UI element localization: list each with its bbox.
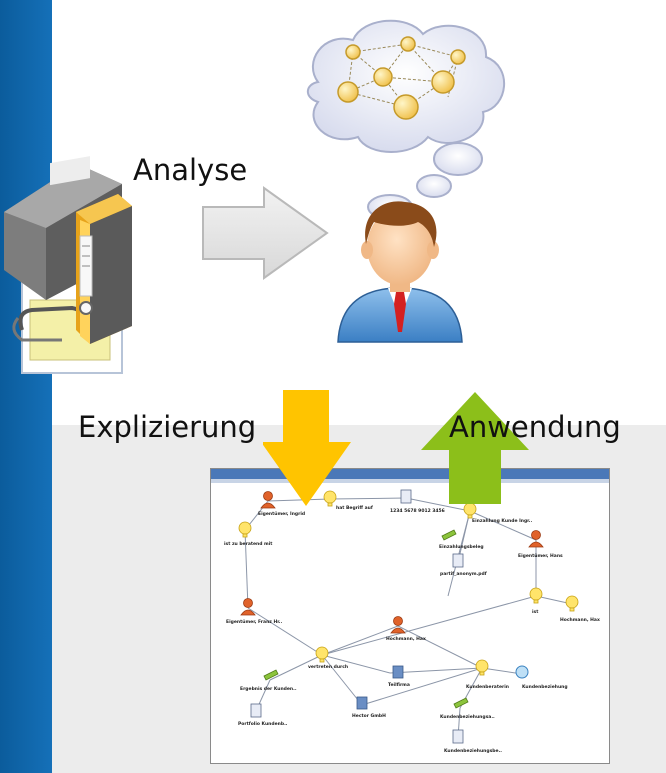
graph-node-label: ist [532,609,539,615]
graph-node-label: vertreten durch [308,664,348,670]
graph-node-label: Kundenbeziehungsbe.. [444,748,502,754]
graph-node-label: Einzahlungsbeleg [439,544,484,550]
graph-node-label: Einzahlung Kunde Ingr.. [472,518,532,524]
graph-node-label: Eigentümer, Ingrid [258,511,305,517]
graph-node-label: Kundenbeziehungsa.. [440,714,495,720]
graph-node-label: Hochmann, Hax [386,636,426,642]
folder-binder-icon [0,150,135,380]
graph-node-label: Kundenbeziehung [522,684,568,690]
label-anwendung: Anwendung [449,410,621,444]
graph-node-label: Kundenberaterin [466,684,509,690]
label-analyse: Analyse [133,153,248,187]
arrow-right-icon [200,185,330,281]
person-icon [330,192,470,352]
arrow-down-icon [263,390,353,508]
graph-node-label: ist zu beratend mit [224,541,273,547]
graph-node-label: Ergebnis der Kunden.. [240,686,297,692]
graph-node-label: hat Begriff auf [336,505,373,511]
left-accent-bar [0,0,52,773]
graph-node-label: partif_anonym.pdf [440,571,487,577]
graph-node-label: 1234 5678 9012 3456 [390,508,445,514]
graph-node-label: Eigentümer, Franz Hr.. [226,619,283,625]
graph-screenshot: Eigentümer, Ingrid hat Begriff auf 1234 … [210,468,610,764]
graph-node-label: Teilfirma [388,682,410,688]
arrow-up-icon [421,392,529,504]
graph-node-label: Hochmann, Hax [560,617,600,623]
graph-node-label: Portfolio Kundenb.. [238,721,288,727]
graph-node-label: Hector GmbH [352,713,386,719]
label-explizierung: Explizierung [78,410,257,444]
graph-node-label: Eigentümer, Hans [518,553,563,559]
